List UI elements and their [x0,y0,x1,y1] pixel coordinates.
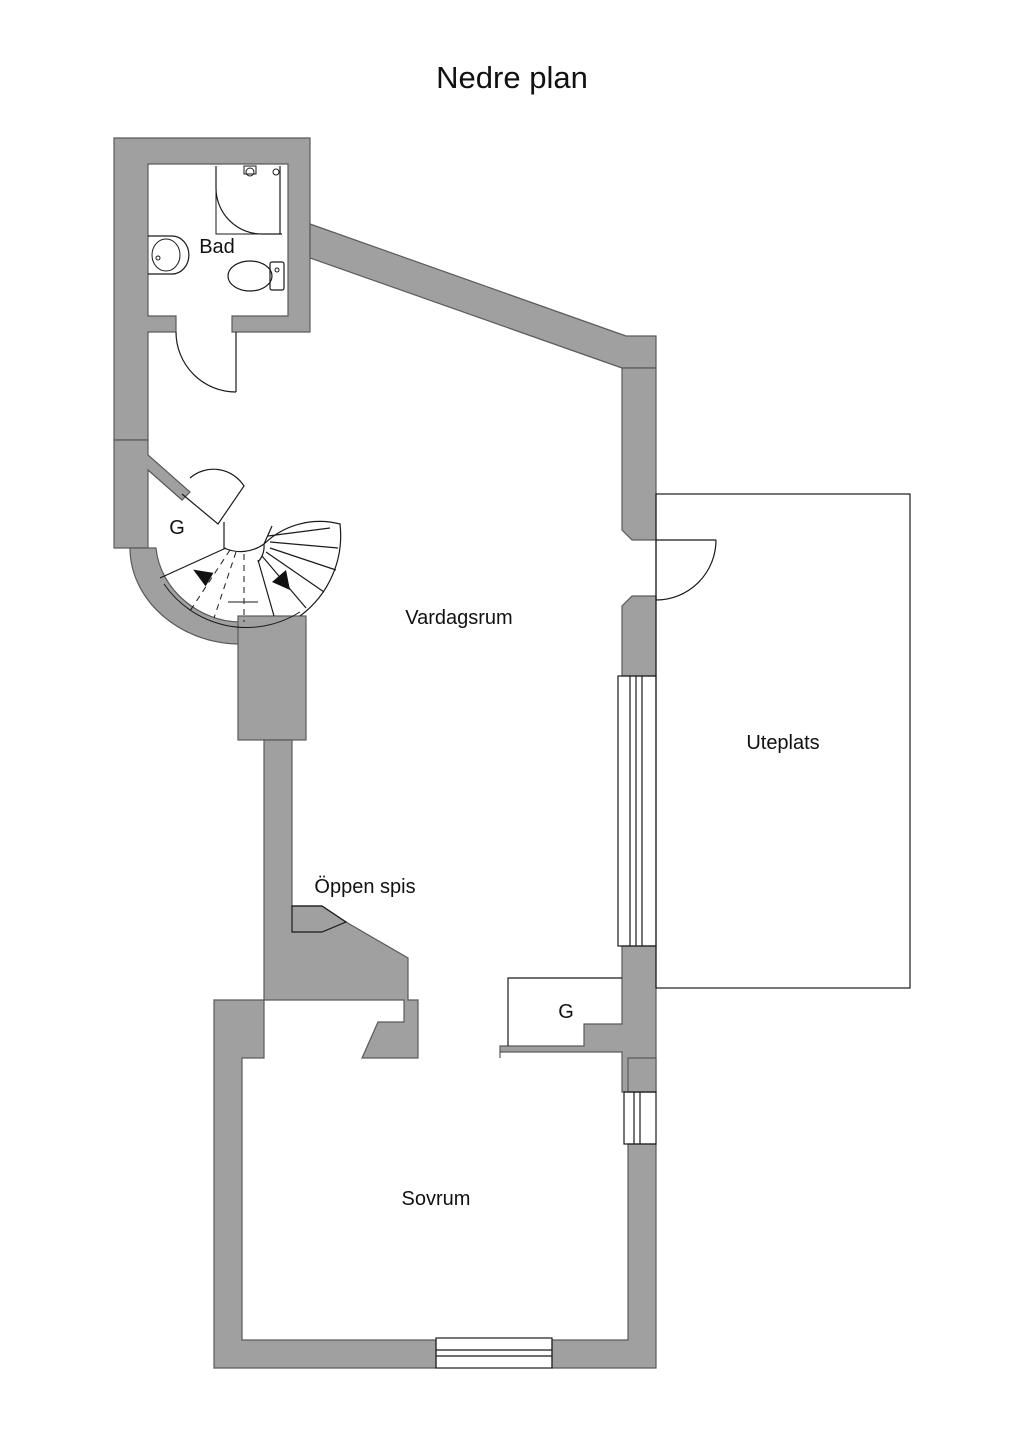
window-icon [435,1337,553,1369]
bedroom-right-upper-wall [627,1057,657,1093]
closet-outline [507,977,622,1046]
room-label-bad: Bad [199,236,235,258]
left-wall [113,439,191,549]
bathroom-walls [113,137,311,441]
room-label-garderob: G [558,1001,574,1023]
room-label-vardagsrum: Vardagsrum [405,607,512,629]
right-upper-wall [621,367,657,541]
window-icon [617,675,657,947]
top-diagonal-wall [309,223,657,369]
room-label-garderob: G [169,517,185,539]
room-label-sovrum: Sovrum [402,1188,471,1210]
bedroom-walls [213,999,437,1369]
sink-icon [148,235,190,275]
shower-icon [215,165,282,235]
fireplace-icon [291,905,348,933]
bedroom-right-walls [551,1143,657,1369]
center-pillar [237,615,307,741]
walls [113,137,657,1369]
patio-outline [655,493,911,989]
right-mid-wall [621,595,657,677]
entrance-door-icon [655,539,717,601]
room-label-uteplats: Uteplats [746,732,819,754]
chimney-wall [263,739,419,1059]
stair-arrow-icon [193,569,290,590]
closet-door-icon [181,468,245,525]
window-icon [623,1091,657,1145]
door-swing-icon [175,331,237,393]
room-label-oppen-spis: Öppen spis [314,876,415,898]
spiral-stair-icon [159,520,342,629]
plan-title: Nedre plan [436,60,588,95]
toilet-icon [227,260,285,292]
